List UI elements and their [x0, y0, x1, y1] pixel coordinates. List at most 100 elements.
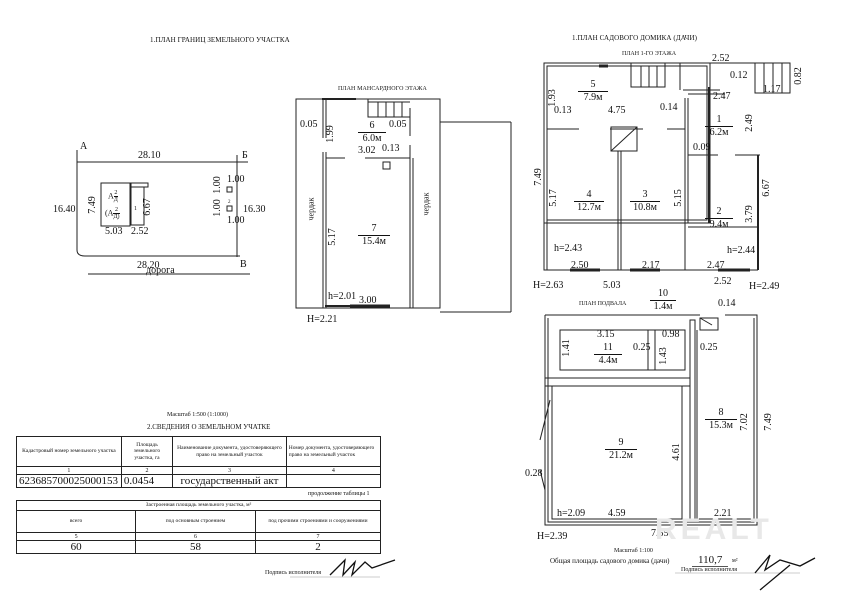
signature-strokes	[329, 554, 816, 591]
bs-dim-459: 4.59	[608, 508, 626, 519]
f1-dim-503: 5.03	[603, 280, 621, 291]
bs-dim-749: 7.49	[762, 413, 774, 431]
marker-dim-2: 1.00	[227, 174, 245, 185]
dim-left: 16.40	[53, 204, 76, 215]
attic-dim-300: 3.00	[359, 295, 377, 306]
attic-plan-walls	[295, 98, 512, 313]
floor1-title: ПЛАН 1-ГО ЭТАЖА	[622, 51, 677, 57]
f1-H-right: H=2.49	[749, 281, 780, 292]
bs-dim-028: 0.28	[525, 468, 543, 479]
attic-dim-199: 1.99	[324, 125, 336, 143]
table-continuation: продолжение таблицы 1	[308, 491, 370, 497]
attic-label-left: чердак	[306, 197, 316, 221]
built-area-total: 60	[15, 540, 137, 554]
attic-dim-517: 5.17	[326, 228, 338, 246]
land-plan-title: 1.ПЛАН ГРАНИЦ ЗЕМЕЛЬНОГО УЧАСТКА	[150, 36, 290, 44]
t2-header-other: под прочими строениями и сооружениями	[254, 510, 382, 533]
annex-height: 6.67	[141, 198, 153, 216]
signature-label-right: Подпись исполнителя	[681, 567, 737, 573]
t2-colnum-7: 7	[254, 532, 382, 541]
bs-scale: Масштаб 1:100	[614, 548, 653, 554]
bs-dim-098: 0.98	[662, 329, 680, 340]
f1-dim-top-ext: 2.52	[712, 53, 730, 64]
t1-header-3: Наименование документа, удостоверяющего …	[172, 436, 287, 467]
attic-dim-013: 0.13	[382, 143, 400, 154]
f1-dim-stair-w: 1.17	[763, 84, 781, 95]
t1-header-1: Кадастровый номер земельного участка	[16, 436, 122, 467]
total-area-label: Общая площадь садового домика (дачи)	[550, 557, 670, 565]
built-area-main: 58	[135, 540, 256, 554]
f1-dim-515: 5.15	[672, 189, 684, 207]
document-number	[285, 474, 382, 488]
basement-plan-walls	[539, 314, 758, 526]
f1-h-left: h=2.43	[554, 243, 583, 254]
f1-dim-475: 4.75	[608, 105, 626, 116]
land-info-table-1: Кадастровый номер земельного участка Пло…	[16, 436, 382, 488]
attic-plan-title: ПЛАН МАНСАРДНОГО ЭТАЖА	[338, 86, 427, 92]
bs-dim-702: 7.02	[738, 413, 750, 431]
bs-dim-025a: 0.25	[633, 342, 651, 353]
t1-colnum-3: 3	[172, 466, 287, 475]
t1-colnum-4: 4	[285, 466, 382, 475]
marker-dim-1: 1.00	[211, 176, 223, 194]
signature-underline	[290, 572, 800, 578]
marker-label-2: 2	[228, 200, 231, 205]
attic-label-right: чердак	[421, 192, 431, 216]
f1-dim-217: 2.17	[642, 260, 660, 271]
bs-dim-315: 3.15	[597, 329, 615, 340]
land-info-table-2: Застроенная площадь земельного участка, …	[15, 500, 382, 554]
t2-colnum-6: 6	[135, 532, 256, 541]
attic-dim-005b: 0.05	[389, 119, 407, 130]
bs-dim-025b: 0.25	[700, 342, 718, 353]
bs-h: h=2.09	[557, 508, 586, 519]
f1-dim-stair-h: 0.82	[792, 67, 804, 85]
land-info-title: 2.СВЕДЕНИЯ О ЗЕМЕЛЬНОМ УЧАТКЕ	[147, 423, 271, 431]
f1-dim-379: 3.79	[743, 205, 755, 223]
cadastral-number: 623685700025000153	[16, 474, 122, 488]
attic-H: H=2.21	[307, 314, 338, 325]
annex-label: 1	[134, 206, 137, 212]
bs-dim-221: 2.21	[714, 508, 732, 519]
f1-dim-667: 6.67	[760, 179, 772, 197]
basement-title: ПЛАН ПОДВАЛА	[579, 301, 627, 307]
bs-H: H=2.39	[537, 531, 568, 542]
f1-dim-247b: 2.47	[707, 260, 725, 271]
f1-dim-749: 7.49	[532, 168, 544, 186]
corner-v: В	[240, 259, 247, 270]
bs-dim-014: 0.14	[718, 298, 736, 309]
attic-dim-302: 3.02	[358, 145, 376, 156]
road-label: дорога	[146, 265, 175, 276]
t2-colnum-5: 5	[15, 532, 137, 541]
building-height: 7.49	[86, 196, 98, 214]
total-area-unit: м²	[732, 558, 738, 564]
f1-dim-517: 5.17	[547, 189, 559, 207]
bs-dim-141: 1.41	[560, 339, 572, 357]
land-info-scale: Масштаб 1:500 (1:1000)	[167, 412, 229, 418]
watermark: REALT	[655, 513, 773, 546]
t1-colnum-2: 2	[120, 466, 174, 475]
t2-header-total: всего	[15, 510, 137, 533]
built-area-other: 2	[254, 540, 382, 554]
f1-dim-014: 0.14	[660, 102, 678, 113]
dim-right: 16.30	[243, 204, 266, 215]
floor1-plan-walls	[543, 62, 791, 272]
building-width-annex: 2.52	[131, 226, 149, 237]
t2-group-header: Застроенная площадь земельного участка, …	[16, 500, 381, 511]
f1-h-right: h=2.44	[727, 245, 756, 256]
title-document: государственный акт	[172, 474, 287, 488]
land-plot-boundary	[76, 150, 250, 275]
attic-dim-005a: 0.05	[300, 119, 318, 130]
t2-header-main: под основным строением	[135, 510, 256, 533]
